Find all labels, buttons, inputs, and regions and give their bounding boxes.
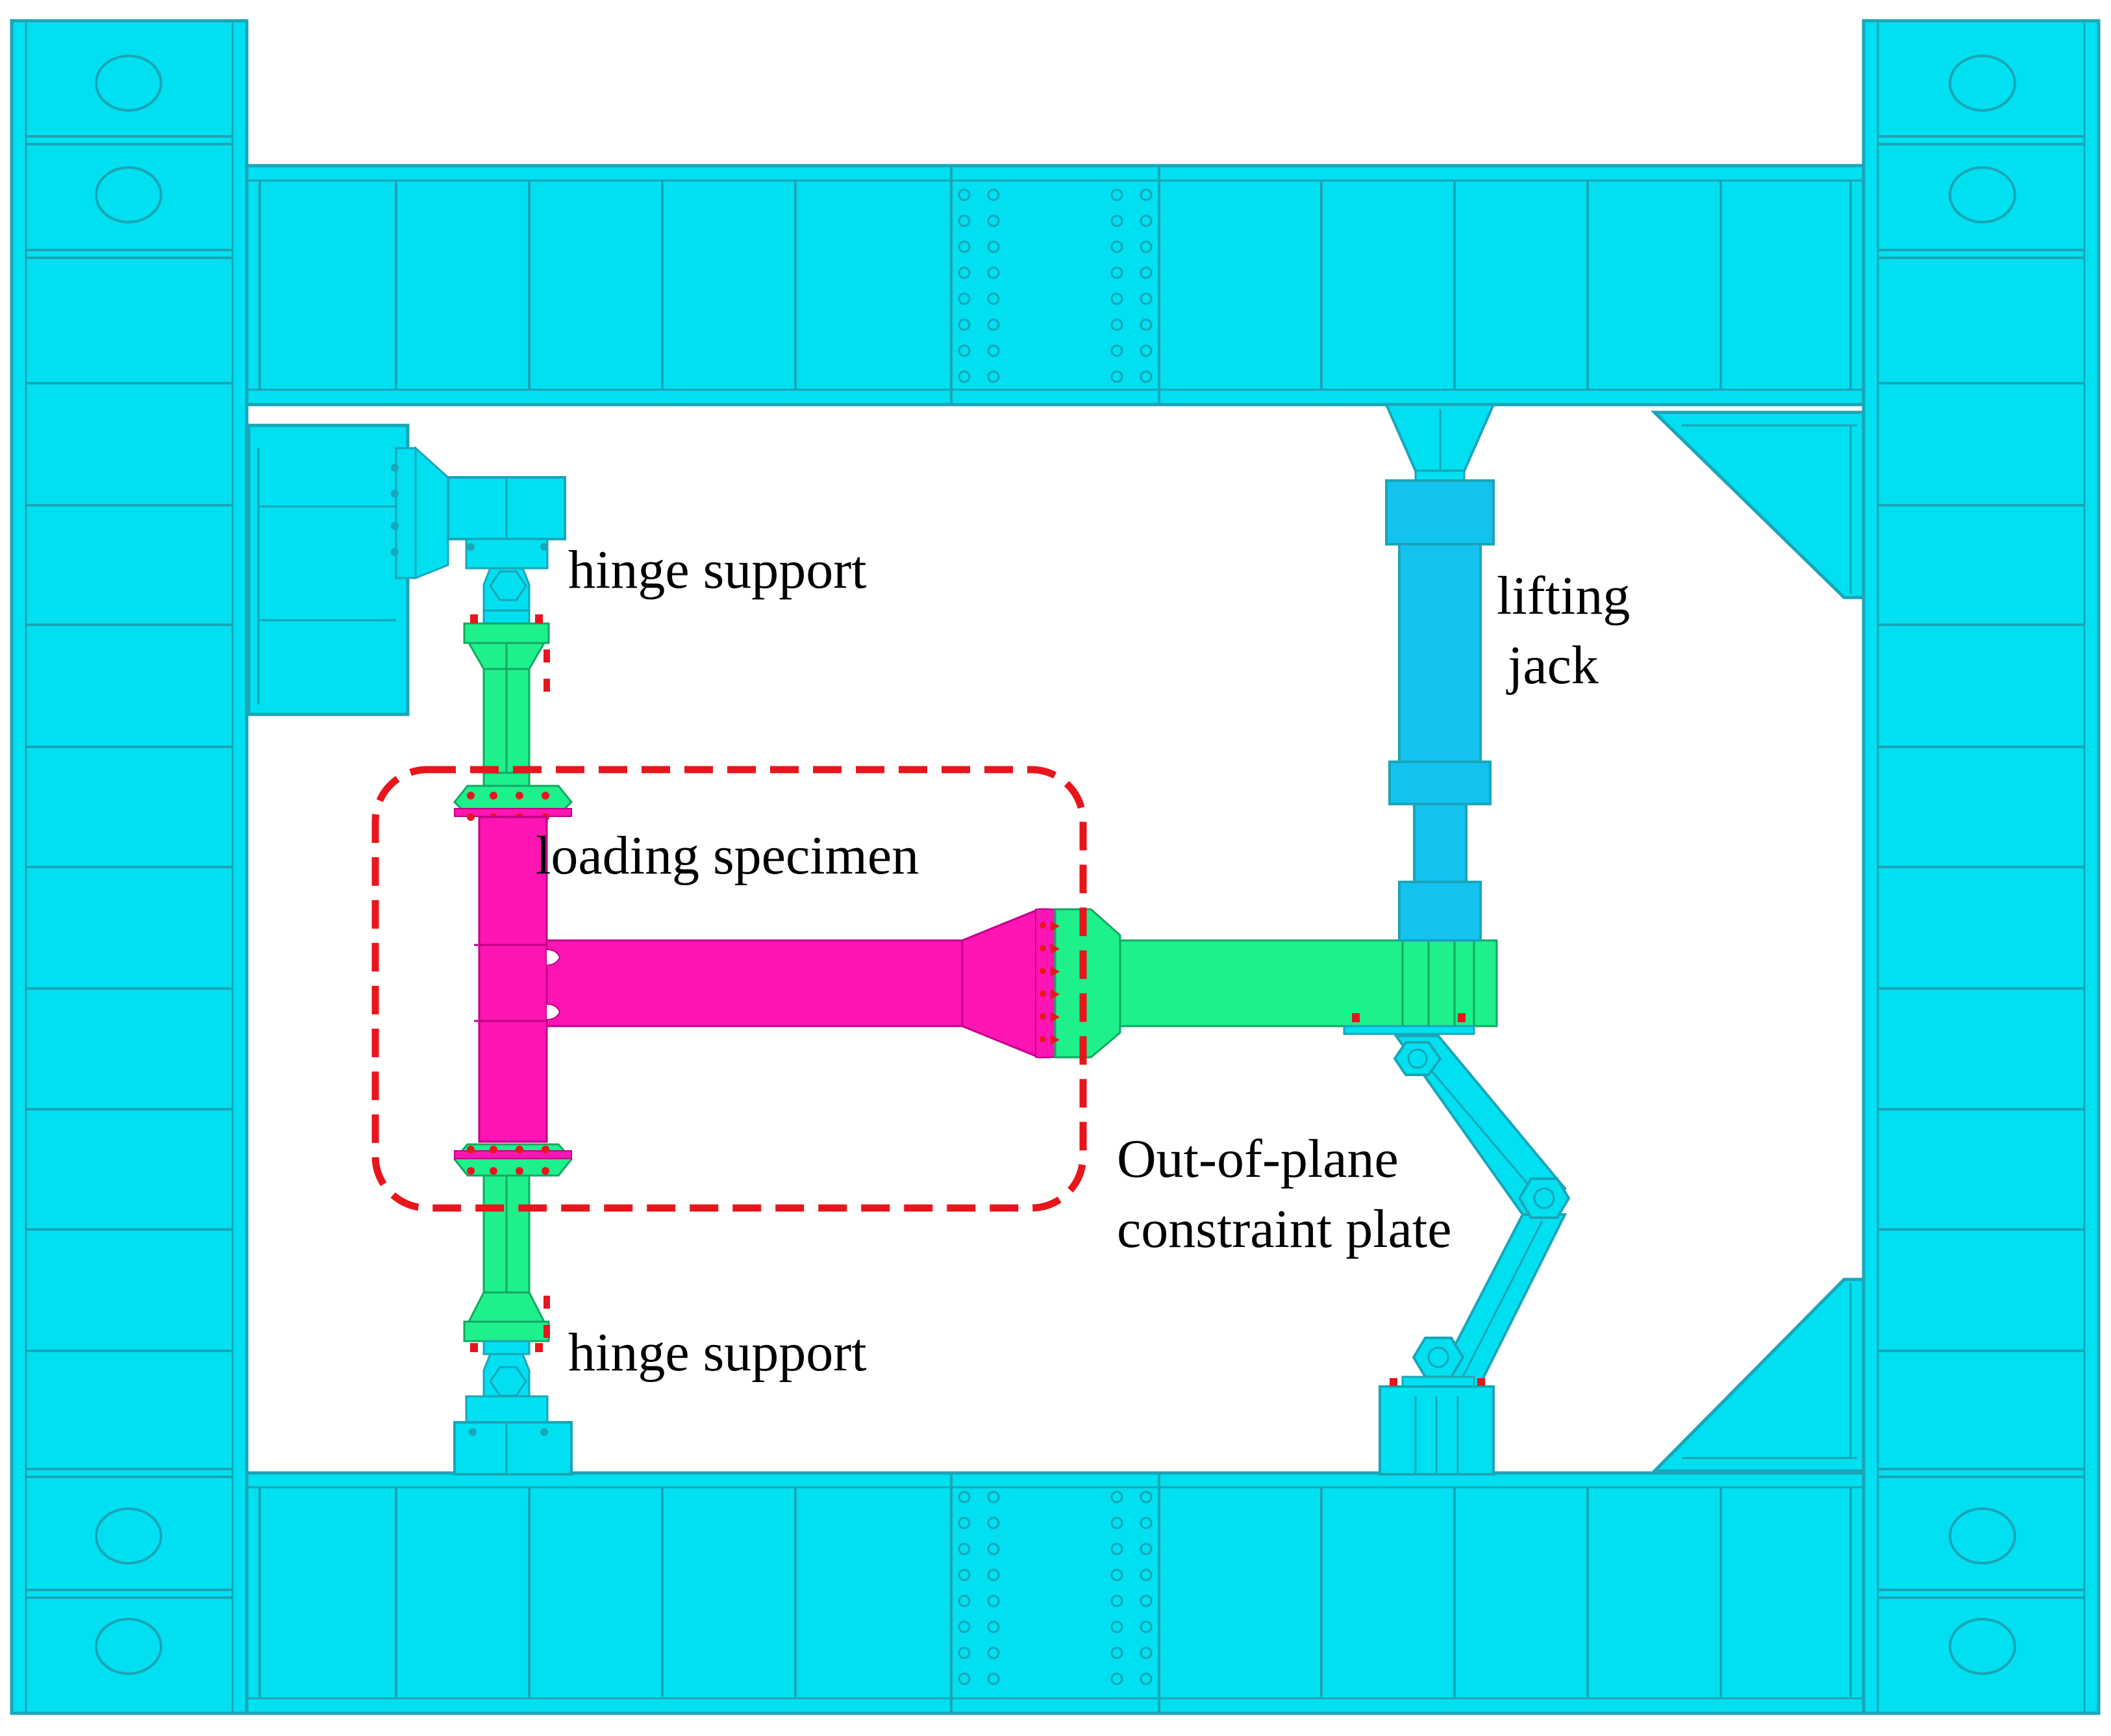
lower-right-brace — [1651, 1277, 1866, 1473]
left-column — [10, 19, 249, 1715]
pivot-icon — [1393, 1041, 1442, 1076]
label-lifting-jack-line1: lifting — [1497, 566, 1630, 626]
bolt-hole — [1949, 55, 2016, 112]
loading-arm — [1051, 908, 1498, 1059]
specimen-highlight-box — [371, 766, 1087, 1212]
bottom-beam — [245, 1471, 1866, 1715]
lower-hinge-mount — [453, 1353, 573, 1476]
bolt-hole — [95, 1507, 162, 1565]
upper-support-column — [463, 609, 550, 788]
upper-hinge-mount — [247, 423, 566, 716]
right-column — [1862, 19, 2101, 1715]
label-lifting-jack-line2: jack — [1506, 635, 1599, 696]
top-beam — [245, 164, 1866, 407]
pivot-icon — [1518, 1177, 1571, 1219]
bolt-hole — [95, 55, 162, 112]
lifting-jack — [1384, 403, 1496, 942]
label-loading-specimen: loading specimen — [536, 825, 919, 886]
upper-right-brace — [1650, 410, 1866, 599]
bolt-hole — [95, 166, 162, 223]
pivot-icon — [1412, 1337, 1465, 1378]
out-of-plane-constraint-plate — [1379, 1035, 1571, 1476]
loading-specimen-member — [453, 785, 1056, 1177]
label-hinge-support-bottom: hinge support — [568, 1322, 867, 1383]
bolt-hole — [95, 1618, 162, 1675]
bolt-hole — [1949, 166, 2016, 223]
label-hinge-support-top: hinge support — [568, 540, 867, 600]
label-constraint-line2: constraint plate — [1117, 1199, 1451, 1259]
lower-support-column — [463, 1174, 550, 1355]
bolt-hole — [1949, 1618, 2016, 1675]
hinge-pin-icon — [489, 570, 527, 601]
label-constraint-line1: Out-of-plane — [1117, 1129, 1399, 1189]
bolt-hole — [1949, 1507, 2016, 1565]
